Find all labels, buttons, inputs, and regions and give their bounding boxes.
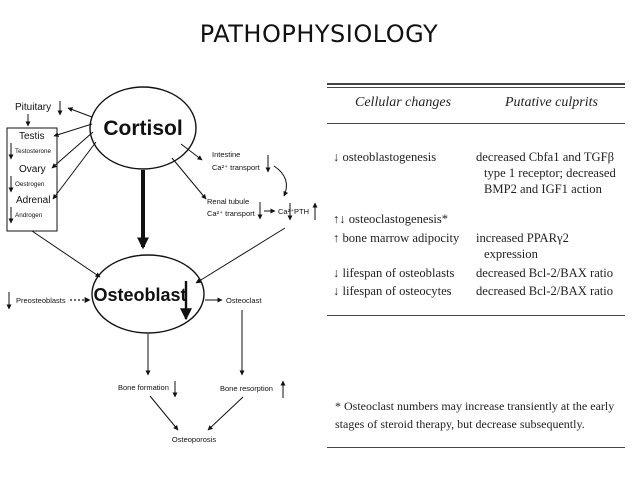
cortisol-to-pituitary-arrow <box>67 107 93 118</box>
bone-formation-to-osteoporosis-arrow <box>149 395 179 431</box>
renal-to-osteoblast-arrow <box>195 227 286 284</box>
cortisol-to-intestine-arrow <box>180 143 203 161</box>
row-culprit-1-line1: decreased Cbfa1 and TGFβ <box>476 150 615 164</box>
intestine-to-ca-curve <box>273 165 289 197</box>
osteoblast-ellipse <box>91 254 205 334</box>
row-culprit-4: decreased Bcl-2/BAX ratio <box>476 266 614 280</box>
osteoblast-label: Osteoblast <box>93 285 186 305</box>
pituitary-label: Pituitary <box>15 102 51 113</box>
row-change-2: ↑↓ osteoclastogenesis* <box>333 212 449 226</box>
cortisol-to-ovary-arrow <box>51 131 94 169</box>
cortisol-to-testis-arrow <box>53 123 93 138</box>
row-culprit-5: decreased Bcl-2/BAX ratio <box>476 284 614 298</box>
row-culprit-1-line2: type 1 receptor; decreased <box>484 166 616 180</box>
table-top-rule <box>327 83 625 85</box>
table-footnote: * Osteoclast numbers may increase transi… <box>335 399 615 431</box>
cortisol-to-renal-arrow <box>171 157 207 200</box>
ovary-label: Ovary <box>19 164 46 175</box>
table-top-rule-thin <box>327 87 625 88</box>
intestine-label: Intestine <box>212 150 240 159</box>
adrenal-label: Adrenal <box>16 195 50 206</box>
header-cellular-changes: Cellular changes <box>355 95 452 110</box>
cellular-changes-table: Cellular changes Putative culprits ↓ ost… <box>327 83 627 450</box>
cortisol-to-adrenal-arrow <box>52 141 97 200</box>
renal-label: Renal tubule <box>207 197 249 206</box>
row-culprit-1-line3: BMP2 and IGF1 action <box>484 182 602 196</box>
preosteoblasts-label: Preosteoblasts <box>16 296 66 305</box>
oestrogen-label: Oestrogen <box>15 181 45 188</box>
intestine-transport-label: Ca²⁺ transport <box>212 163 261 172</box>
row-culprit-3-line2: expression <box>484 247 538 261</box>
header-rule <box>327 123 625 124</box>
row-change-3: ↑ bone marrow adipocity <box>333 231 460 245</box>
renal-transport-label: Ca²⁺ transport <box>207 209 256 218</box>
row-change-5: ↓ lifespan of osteocytes <box>333 284 452 298</box>
pathophysiology-diagram: Cortisol Osteoblast Pituitary Testis Tes… <box>6 86 318 444</box>
osteoclast-label: Osteoclast <box>226 296 262 305</box>
bone-resorption-to-osteoporosis-arrow <box>207 396 244 431</box>
bone-resorption-label: Bone resorption <box>220 384 273 393</box>
table-bottom-rule <box>327 447 625 448</box>
osteoporosis-label: Osteoporosis <box>172 435 216 444</box>
cortisol-ellipse <box>89 86 197 170</box>
testis-label: Testis <box>19 131 45 142</box>
row-change-4: ↓ lifespan of osteoblasts <box>333 266 455 280</box>
row-change-1: ↓ osteoblastogenesis <box>333 150 437 164</box>
gonads-to-osteoblast-arrow <box>31 230 101 278</box>
ca-label: Ca²⁺ <box>278 207 294 216</box>
bone-formation-label: Bone formation <box>118 383 169 392</box>
pth-label: PTH <box>294 207 309 216</box>
androgen-label: Androgen <box>15 212 43 219</box>
slide-title: PATHOPHYSIOLOGY <box>199 20 439 48</box>
cortisol-label: Cortisol <box>103 117 182 140</box>
testosterone-label: Testosterone <box>15 148 52 155</box>
header-putative-culprits: Putative culprits <box>505 95 598 110</box>
body-rule <box>327 315 625 316</box>
row-culprit-3-line1: increased PPARγ2 <box>476 231 569 245</box>
